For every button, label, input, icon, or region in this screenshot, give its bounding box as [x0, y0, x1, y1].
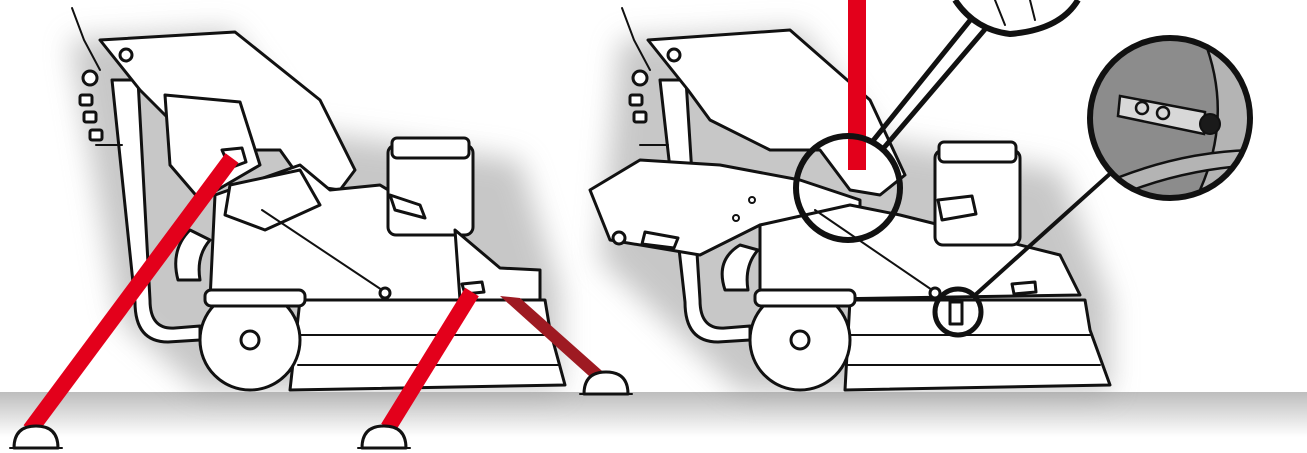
left-anchor-front — [360, 424, 408, 450]
right-wheel-guard — [753, 288, 857, 308]
lifting-point-leader-1 — [870, 6, 982, 144]
right-grinder-machine — [588, 7, 1112, 392]
right-motor-clamp — [936, 194, 978, 222]
left-strap-front — [381, 287, 479, 433]
latch-leader — [972, 170, 1114, 298]
right-hydraulic-strut — [814, 209, 936, 293]
zoom-rivet-1 — [1134, 100, 1150, 116]
left-hydraulic-strut — [261, 209, 386, 293]
zoom-lower-band — [1098, 148, 1250, 198]
right-guard-bolt-2 — [748, 196, 756, 204]
left-strap-rear-shadow — [500, 296, 610, 384]
left-tie-down-straps — [9, 153, 633, 450]
top-zoom-detail — [994, 0, 1036, 26]
left-gearbox — [223, 168, 322, 232]
left-grinder-machine — [70, 7, 567, 392]
right-lifting-strap — [848, 0, 866, 170]
left-anchor-side — [582, 370, 630, 396]
left-handle-knob — [81, 69, 99, 87]
left-boom-pivot — [118, 47, 134, 63]
right-control-knob-2 — [632, 110, 648, 124]
left-strut-end — [378, 286, 392, 300]
latch-zoom-magnifier — [1087, 35, 1253, 201]
right-base-deck — [843, 298, 1112, 392]
right-guard-slot — [640, 230, 680, 250]
left-lower-frame — [174, 228, 212, 282]
left-motor-cap — [390, 136, 471, 160]
right-front-lug — [1010, 280, 1038, 296]
right-motor-cap — [937, 140, 1018, 164]
right-guard-roller — [611, 230, 627, 246]
left-wheel-guard — [203, 288, 307, 308]
right-lower-frame — [720, 243, 760, 292]
left-control-knob-1 — [78, 93, 94, 107]
left-wheel-hub — [239, 329, 261, 351]
right-boom-pivot — [666, 47, 682, 63]
right-boom-arm — [646, 28, 907, 197]
left-boom-plate — [163, 93, 262, 202]
floor-shadow — [0, 392, 1307, 437]
lifting-point-ring — [793, 133, 903, 243]
zoom-latch-button — [1199, 113, 1221, 135]
top-zoom-edge — [952, 0, 1081, 38]
right-strut-end — [928, 286, 942, 300]
latch-pin — [948, 300, 964, 326]
right-control-knob-1 — [628, 93, 644, 107]
zoom-rivet-2 — [1155, 105, 1171, 121]
right-guard-bolt-1 — [732, 214, 740, 222]
left-base-deck — [288, 298, 567, 392]
left-control-knob-3 — [88, 128, 104, 142]
left-strap-rear — [23, 153, 239, 435]
left-motor-clamp — [388, 193, 427, 220]
zoom-ring — [1087, 35, 1253, 201]
latch-ring — [932, 286, 984, 338]
right-wheel-hub — [789, 329, 811, 351]
left-handle-top — [71, 7, 101, 71]
right-handle-knob — [631, 69, 649, 87]
latch-callout — [932, 170, 1114, 338]
lifting-point-callout — [793, 0, 1081, 243]
left-control-knob-2 — [82, 110, 98, 124]
left-anchor-rear — [12, 424, 60, 450]
right-handle-top — [621, 7, 651, 71]
